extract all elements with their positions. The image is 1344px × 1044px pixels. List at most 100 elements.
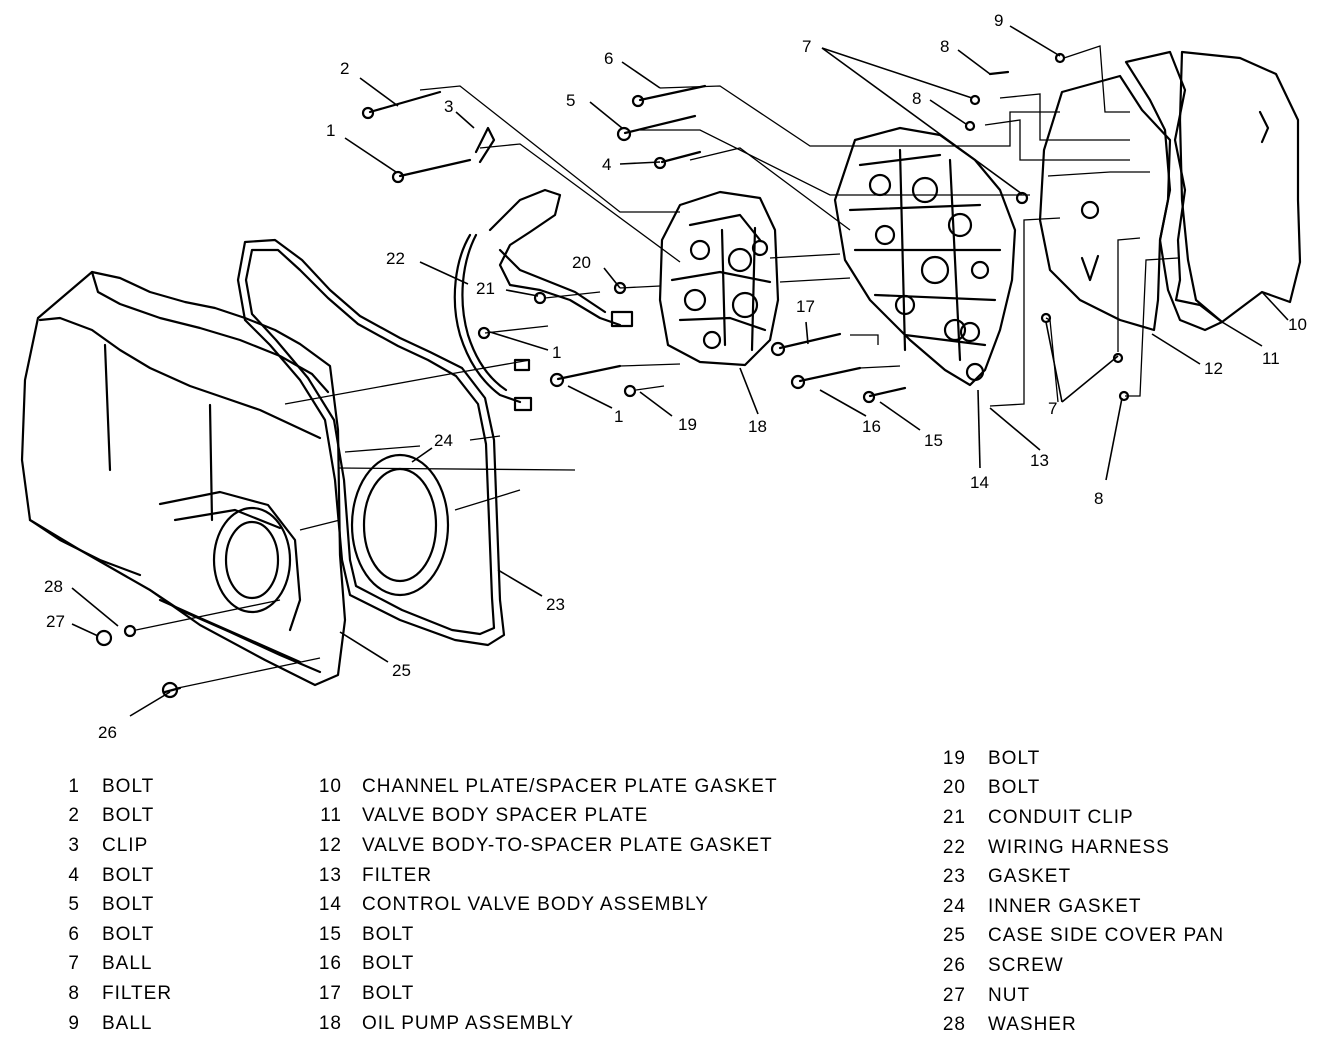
channel-plate-spacer-plate-gasket [1178, 50, 1302, 324]
callout-2: 2 [340, 59, 349, 78]
legend-number: 19 [942, 747, 966, 769]
callout-7: 7 [802, 37, 811, 56]
legend-part-name: SCREW [988, 954, 1064, 976]
exploded-view-diagram: 2 3 1 6 5 4 7 8 8 9 22 20 21 1 1 19 18 1… [20, 11, 1307, 742]
legend-item: 24 INNER GASKET [938, 892, 1224, 922]
legend-part-name: BALL [102, 953, 153, 975]
callout-28: 28 [44, 577, 63, 596]
callout-8: 8 [1094, 489, 1103, 508]
callout-20: 20 [572, 253, 591, 272]
legend-part-name: NUT [988, 984, 1031, 1006]
legend-part-name: BOLT [102, 805, 155, 827]
assembly-lines [135, 45, 1179, 689]
callout-26: 26 [98, 723, 117, 742]
callout-16: 16 [862, 417, 881, 436]
callout-18: 18 [748, 417, 767, 436]
callout-12: 12 [1204, 359, 1223, 378]
legend-part-name: BOLT [362, 982, 415, 1004]
callout-21: 21 [476, 279, 495, 298]
callout-1: 1 [326, 121, 335, 140]
callout-24: 24 [434, 431, 453, 450]
legend-number: 2 [68, 805, 80, 827]
legend-number: 1 [68, 775, 80, 797]
legend-part-name: INNER GASKET [988, 895, 1142, 917]
legend-part-name: GASKET [988, 866, 1072, 888]
legend-number: 11 [320, 805, 342, 827]
legend-number: 9 [68, 1012, 80, 1034]
legend-part-name: CHANNEL PLATE/SPACER PLATE GASKET [362, 775, 778, 797]
legend-item: 8 FILTER [52, 979, 172, 1009]
gasket-outline [236, 238, 506, 647]
legend-item: 25 CASE SIDE COVER PAN [938, 922, 1224, 952]
legend-item: 16 BOLT [312, 950, 778, 980]
callout-1: 1 [614, 407, 623, 426]
legend-number: 22 [942, 836, 966, 858]
callout-4: 4 [602, 155, 611, 174]
valve-body-spacer-plate [1124, 50, 1224, 332]
legend-part-name: BOLT [362, 923, 415, 945]
callout-8: 8 [940, 37, 949, 56]
legend-part-name: WASHER [988, 1014, 1077, 1036]
legend-number: 23 [942, 866, 966, 888]
legend-part-name: CASE SIDE COVER PAN [988, 925, 1225, 947]
callout-14: 14 [970, 473, 989, 492]
legend-number: 25 [942, 925, 966, 947]
legend-number: 16 [318, 953, 342, 975]
legend-part-name: CLIP [102, 834, 149, 856]
valve-body-to-spacer-plate-gasket [1038, 74, 1172, 332]
callout-17: 17 [796, 297, 815, 316]
callout-25: 25 [392, 661, 411, 680]
legend-number: 8 [68, 982, 80, 1004]
legend-part-name: BOLT [988, 777, 1041, 799]
callout-22: 22 [386, 249, 405, 268]
legend-number: 15 [318, 923, 342, 945]
legend-part-name: VALVE BODY-TO-SPACER PLATE GASKET [362, 834, 773, 856]
callout-23: 23 [546, 595, 565, 614]
legend-part-name: VALVE BODY SPACER PLATE [362, 805, 649, 827]
legend-number: 24 [942, 895, 966, 917]
callout-27: 27 [46, 612, 65, 631]
inner-gasket [350, 453, 450, 597]
legend-part-name: BOLT [362, 953, 415, 975]
legend-part-name: BALL [102, 1012, 153, 1034]
legend-number: 20 [942, 777, 966, 799]
callout-9: 9 [994, 11, 1003, 30]
legend-part-name: FILTER [102, 982, 173, 1004]
callout-7: 7 [1048, 399, 1057, 418]
wiring-harness [453, 188, 634, 412]
legend-item: 20 BOLT [938, 774, 1224, 804]
legend-number: 5 [68, 894, 80, 916]
callout-10: 10 [1288, 315, 1307, 334]
legend-number: 18 [318, 1012, 342, 1034]
legend-item: 1 BOLT [52, 772, 172, 802]
legend-part-name: CONTROL VALVE BODY ASSEMBLY [362, 894, 709, 916]
control-valve-body-assembly [833, 126, 1017, 387]
legend-number: 26 [942, 954, 966, 976]
legend-part-name: BOLT [102, 775, 155, 797]
callout-3: 3 [444, 97, 453, 116]
oil-pump-assembly [658, 190, 780, 367]
legend-part-name: BOLT [102, 864, 155, 886]
legend-part-name: BOLT [988, 747, 1041, 769]
leader-lines [71, 25, 1289, 717]
legend-item: 15 BOLT [312, 920, 778, 950]
legend-part-name: CONDUIT CLIP [988, 806, 1134, 828]
legend-number: 21 [942, 806, 966, 828]
legend-number: 6 [68, 923, 80, 945]
legend-part-name: OIL PUMP ASSEMBLY [362, 1012, 575, 1034]
legend-item: 21 CONDUIT CLIP [938, 803, 1224, 833]
legend-item: 9 BALL [52, 1009, 172, 1039]
callout-8: 8 [912, 89, 921, 108]
legend-item: 11 VALVE BODY SPACER PLATE [312, 802, 778, 832]
case-side-cover-pan [20, 270, 347, 687]
